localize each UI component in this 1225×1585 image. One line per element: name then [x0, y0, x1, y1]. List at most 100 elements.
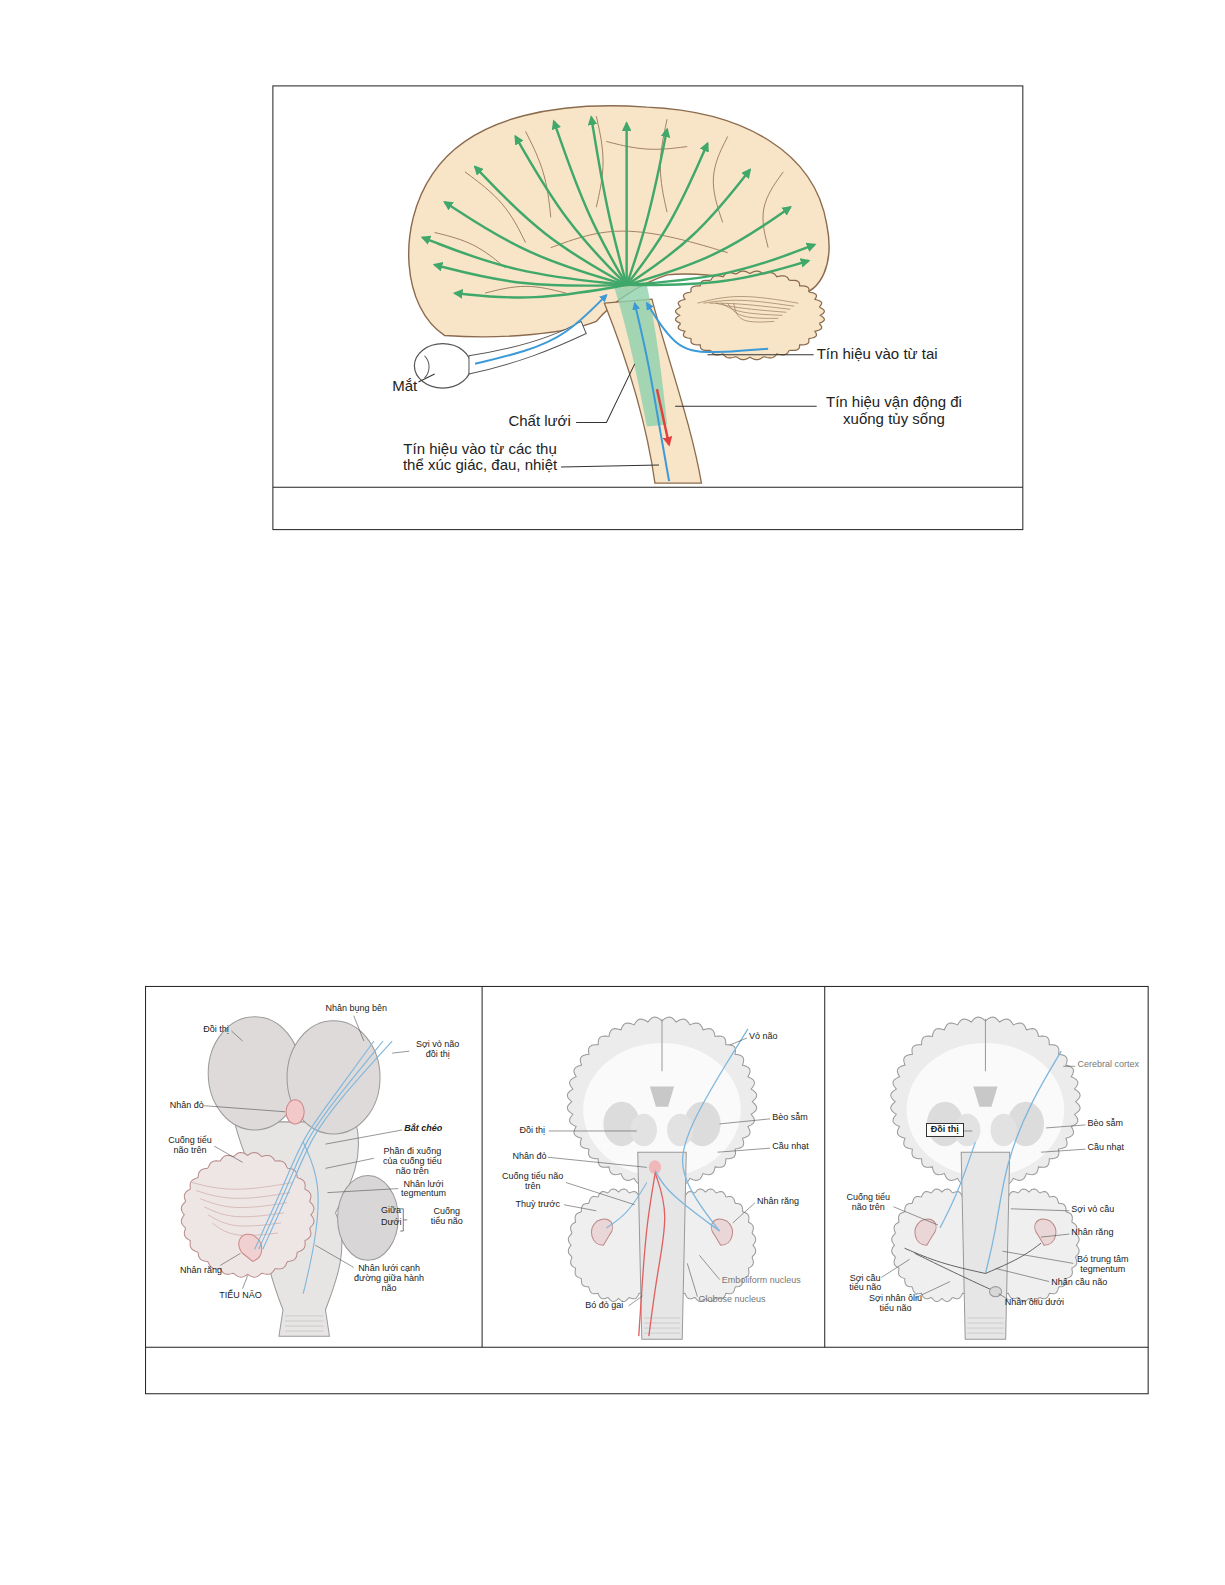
part-label: Bắt chéo [404, 1124, 442, 1134]
leader-line [720, 1119, 771, 1124]
panel-divider [482, 986, 483, 1347]
fiber-tract [683, 1029, 748, 1231]
pontocerebellar-fiber [905, 1248, 986, 1273]
medulla-ridge [644, 1323, 680, 1324]
sulcus-line [485, 286, 566, 293]
leader-line [561, 465, 659, 467]
figure-frame [273, 86, 1023, 530]
caption-divider [273, 487, 1023, 488]
part-label: Nhân ôliu dưới [1005, 1298, 1064, 1308]
leader-line [1063, 1066, 1075, 1067]
ventricle [650, 1087, 674, 1107]
leader-line [1041, 1149, 1085, 1152]
leader-line [325, 1158, 374, 1168]
auditory-signal-arrow [647, 303, 768, 352]
part-label: Tín hiệu vào từ tai [817, 346, 938, 363]
thalamus [631, 1114, 657, 1146]
longitudinal-fissure [662, 1019, 663, 1072]
red-nucleus [286, 1100, 304, 1124]
part-label: TIỂU NÃO [219, 1291, 262, 1301]
part-label: Cầu nhạt [1088, 1143, 1125, 1153]
leader-line [327, 1189, 398, 1193]
rubrospinal-tract [639, 1174, 655, 1336]
part-label: Dưới [381, 1218, 401, 1228]
leader-line [718, 1148, 771, 1152]
reticular-formation [615, 285, 668, 426]
part-label: Chất lưới [508, 413, 570, 430]
leader-line [707, 354, 813, 355]
leader-line [1003, 1251, 1074, 1263]
part-label: Cầu nhạt [772, 1142, 809, 1152]
activation-arrow [625, 123, 627, 285]
leader-line [354, 1016, 364, 1041]
part-label: Nhân răng [180, 1266, 222, 1276]
somatic-signal-arrow [635, 303, 669, 481]
brainstem [961, 1152, 1010, 1339]
leader-line [576, 364, 635, 423]
motor-signal-arrow [657, 389, 669, 445]
dentate-nucleus [239, 1234, 262, 1261]
part-label: Đồi thị [203, 1025, 229, 1035]
leader-line [699, 1255, 719, 1279]
cerebellum-folia [192, 1183, 293, 1190]
leader-line [204, 1106, 285, 1112]
part-label: Đồi thị [520, 1126, 546, 1136]
fiber-tract [263, 1041, 392, 1249]
part-label: Nhân đỏ [512, 1152, 546, 1162]
part-label: Mắt [392, 378, 417, 395]
part-label: Nhân bụng bên [325, 1004, 387, 1014]
olivocerebellar-fiber [915, 1253, 996, 1291]
ventricle [973, 1087, 997, 1107]
sulcus-line [713, 136, 727, 222]
sulcus-line [606, 141, 687, 149]
part-label: Nhân lưới cạnh đường giữa hành não [350, 1264, 429, 1294]
leader-line [325, 1130, 402, 1144]
leader-line [418, 374, 434, 382]
cerebellum [181, 1153, 314, 1278]
leader-line [392, 1051, 409, 1053]
boxed-label: Đồi thị [926, 1123, 964, 1137]
cerebellum-folia [196, 1191, 290, 1199]
leader-line [675, 406, 816, 407]
fiber-tract [303, 1142, 318, 1294]
leader-line [733, 1203, 755, 1223]
activation-arrow [627, 245, 815, 285]
leader-line [996, 1268, 1050, 1281]
cerebellum-folia [722, 303, 783, 315]
part-label: Bèo sẫm [772, 1113, 808, 1123]
part-label: Globose nucleus [698, 1295, 765, 1305]
part-label: Cuống tiểu não trên [845, 1193, 891, 1213]
part-label: Giữa [381, 1206, 401, 1216]
eye-lens [424, 356, 429, 378]
cerebellum-folia [734, 303, 774, 322]
activation-arrow [627, 261, 809, 285]
activation-arrow [591, 117, 626, 285]
dentate-nucleus [711, 1219, 732, 1245]
thalamus [667, 1114, 693, 1146]
visual-signal-arrow [475, 295, 606, 364]
part-label: Tín hiệu vào từ các thụ thể xúc giác, đa… [394, 441, 566, 474]
dentate-nucleus [592, 1219, 613, 1245]
part-label: Sợi nhân ôliu tiểu não [867, 1294, 924, 1314]
leader-line [564, 1205, 596, 1211]
medulla-ridge [644, 1317, 680, 1318]
leader-line [881, 1259, 909, 1277]
leader-line [220, 1253, 240, 1265]
leader-line [566, 1183, 635, 1205]
medulla-ridge [967, 1323, 1003, 1324]
activation-arrow [627, 170, 750, 285]
figure-frames [146, 86, 1149, 1394]
figure-frame [146, 986, 1149, 1393]
leader-line [214, 1146, 242, 1162]
activation-arrow [554, 121, 627, 285]
activation-arrow [422, 238, 626, 286]
leader-line [548, 1157, 647, 1167]
medulla-ridge [285, 1331, 323, 1332]
dentate-nucleus [1035, 1219, 1056, 1245]
part-label: Tín hiệu vận động đi xuống tủy sống [821, 394, 968, 427]
part-label: Bó trung tâm tegmentum [1073, 1255, 1132, 1275]
medulla-ridge [967, 1333, 1003, 1334]
part-label: Emboliform nucleus [722, 1276, 801, 1286]
part-label: Nhân lưới tegmentum [400, 1180, 446, 1200]
part-label: Sợi cầu tiểu não [843, 1274, 887, 1294]
